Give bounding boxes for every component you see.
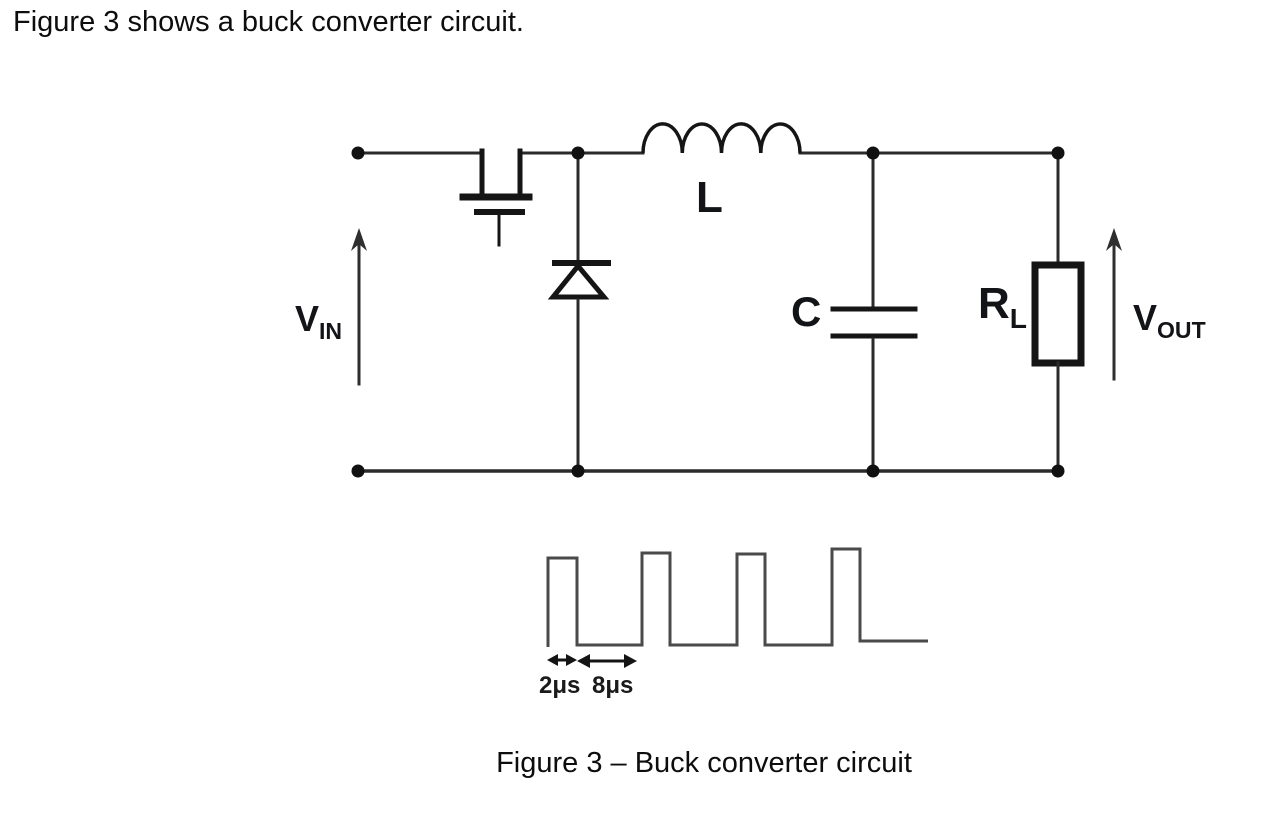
load-resistor-icon [1031, 151, 1085, 473]
vin-label-sub: IN [319, 318, 343, 345]
off-time-arrow-icon [577, 654, 637, 668]
vout-label: VOUT [1133, 297, 1206, 342]
junction-dot [571, 146, 585, 160]
intro-text: Figure 3 shows a buck converter circuit. [13, 6, 524, 38]
junction-dot [866, 146, 880, 160]
pulse-width-arrow-icon [547, 654, 577, 666]
capacitor-icon [830, 151, 918, 473]
load-resistor-box [1031, 261, 1085, 367]
junction-dot [866, 464, 880, 478]
junction-dot [351, 464, 365, 478]
vout-label-main: V [1133, 297, 1158, 338]
junction-dots [351, 146, 1065, 478]
junction-dot [1051, 464, 1065, 478]
junction-dot [351, 146, 365, 160]
diode-triangle [547, 262, 610, 300]
vout-label-sub: OUT [1157, 317, 1206, 344]
capacitor-label: C [791, 288, 822, 335]
load-resistor-label-main: R [978, 279, 1010, 328]
vout-arrow-icon [1106, 228, 1122, 381]
pulse-width-label: 2μs [539, 672, 581, 699]
pwm-waveform [546, 547, 928, 647]
vin-label-main: V [295, 298, 320, 339]
vin-label: VIN [295, 298, 342, 343]
figure-caption: Figure 3 – Buck converter circuit [496, 747, 912, 779]
load-resistor-label-sub: L [1009, 302, 1027, 334]
junction-dot [571, 464, 585, 478]
junction-dot [1051, 146, 1065, 160]
vin-arrow-icon [351, 228, 367, 386]
load-resistor-label: RL [978, 279, 1027, 333]
freewheel-diode-icon [547, 151, 611, 473]
mosfet-switch-icon [459, 148, 533, 247]
inductor-label: L [696, 173, 723, 222]
off-time-label: 8μs [592, 672, 634, 699]
inductor-icon [641, 122, 802, 154]
